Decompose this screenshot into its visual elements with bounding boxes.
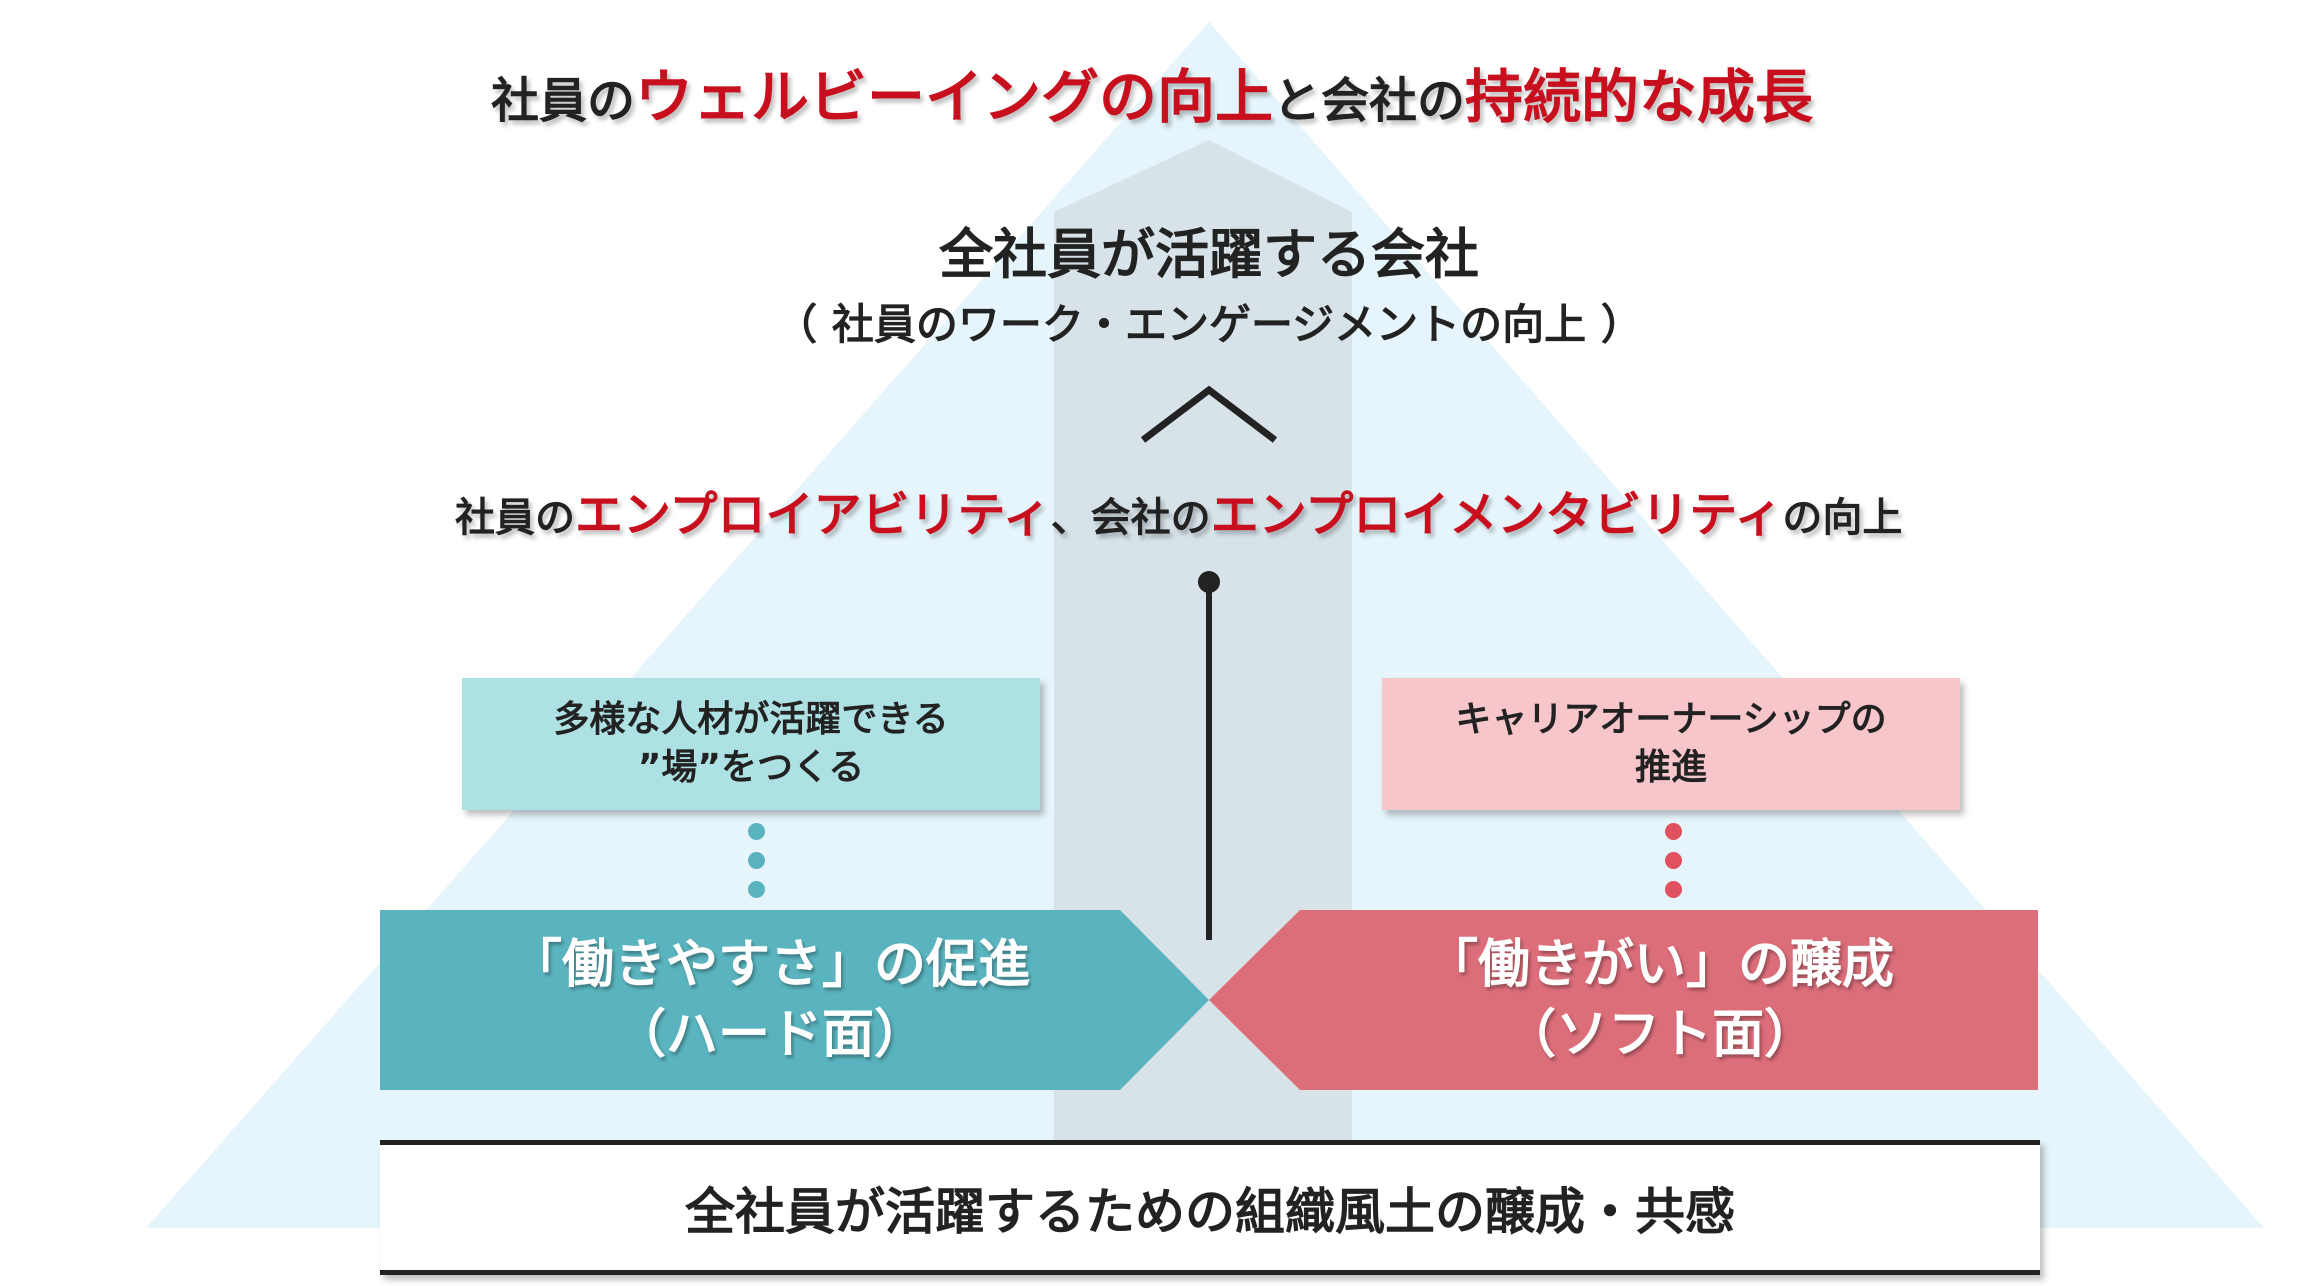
right-box-line-1: キャリアオーナーシップの	[1455, 699, 1887, 740]
title-part-2: ウェルビーイングの向上	[634, 63, 1273, 131]
right-dot-3	[1665, 881, 1682, 898]
middle-part-5: の向上	[1782, 495, 1903, 541]
left-dot-3	[748, 881, 765, 898]
left-box-line-2: ”場”をつくる	[637, 747, 865, 788]
left-arrow-shape	[380, 910, 1209, 1090]
right-dot-1	[1665, 823, 1682, 840]
middle-part-2: エンプロイアビリティ	[575, 487, 1051, 543]
middle-statement: 社員のエンプロイアビリティ、会社のエンプロイメンタビリティの向上	[455, 475, 2055, 558]
right-arrow-line-1: 「働きがい」の醸成	[1425, 935, 1894, 995]
foundation-bar: 全社員が活躍するための組織風土の醸成・共感	[380, 1140, 2040, 1275]
page-title: 社員のウェルビーイングの向上と会社の持続的な成長	[0, 52, 2304, 146]
left-arrow-line-2: （ハード面）	[613, 1005, 926, 1065]
right-arrow-line-2: （ソフト面）	[1503, 1005, 1816, 1065]
connector-pin-icon	[1198, 571, 1220, 593]
goal-main-text: 全社員が活躍する会社	[939, 223, 1479, 286]
right-arrow-text: 「働きがい」の醸成 （ソフト面）	[1270, 925, 2050, 1075]
pyramid-center-column	[1054, 140, 1352, 1140]
title-part-1: 社員の	[490, 73, 635, 129]
left-top-box: 多様な人材が活躍できる ”場”をつくる	[462, 678, 1040, 810]
right-arrow-shape	[1209, 910, 2038, 1090]
middle-part-1: 社員の	[455, 495, 575, 541]
left-arrow-line-1: 「働きやすさ」の促進	[509, 935, 1030, 995]
right-box-line-2: 推進	[1634, 747, 1707, 788]
right-top-box: キャリアオーナーシップの 推進	[1382, 678, 1960, 810]
middle-part-4: エンプロイメンタビリティ	[1210, 487, 1783, 543]
caret-up-icon	[1140, 385, 1278, 443]
right-dot-2	[1665, 852, 1682, 869]
title-part-4: 持続的な成長	[1465, 63, 1814, 131]
left-arrow-text: 「働きやすさ」の促進 （ハード面）	[380, 925, 1160, 1075]
left-dot-2	[748, 852, 765, 869]
foundation-text: 全社員が活躍するための組織風土の醸成・共感	[685, 1182, 1735, 1241]
middle-part-3: 、会社の	[1050, 495, 1211, 541]
left-dot-1	[748, 823, 765, 840]
title-part-3: と会社の	[1273, 73, 1466, 129]
goal-sub-text: （ 社員のワーク・エンゲージメントの向上 ）	[775, 300, 1643, 349]
left-box-line-1: 多様な人材が活躍できる	[553, 699, 949, 740]
